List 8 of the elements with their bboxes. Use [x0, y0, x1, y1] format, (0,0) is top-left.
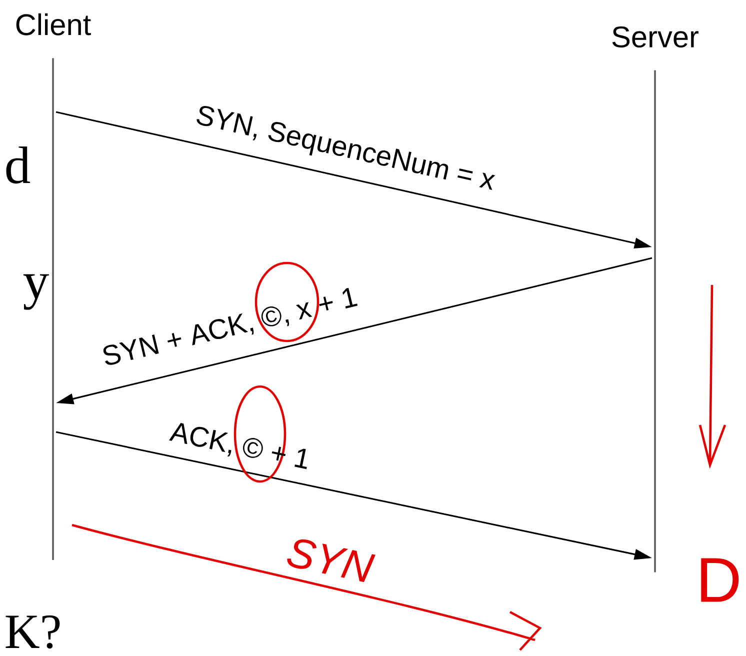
cut-off-text: K?: [6, 615, 60, 649]
lifeline: Server: [612, 26, 698, 572]
edge-label: ACK, © + 1: [169, 423, 307, 470]
edge-label: SYN + ACK, ©, x + 1: [103, 288, 358, 365]
cut-off-text: d: [6, 146, 30, 184]
handwritten-text: SYN: [287, 539, 376, 582]
handwritten-text: D: [701, 558, 739, 602]
cut-off-text: y: [23, 274, 49, 310]
